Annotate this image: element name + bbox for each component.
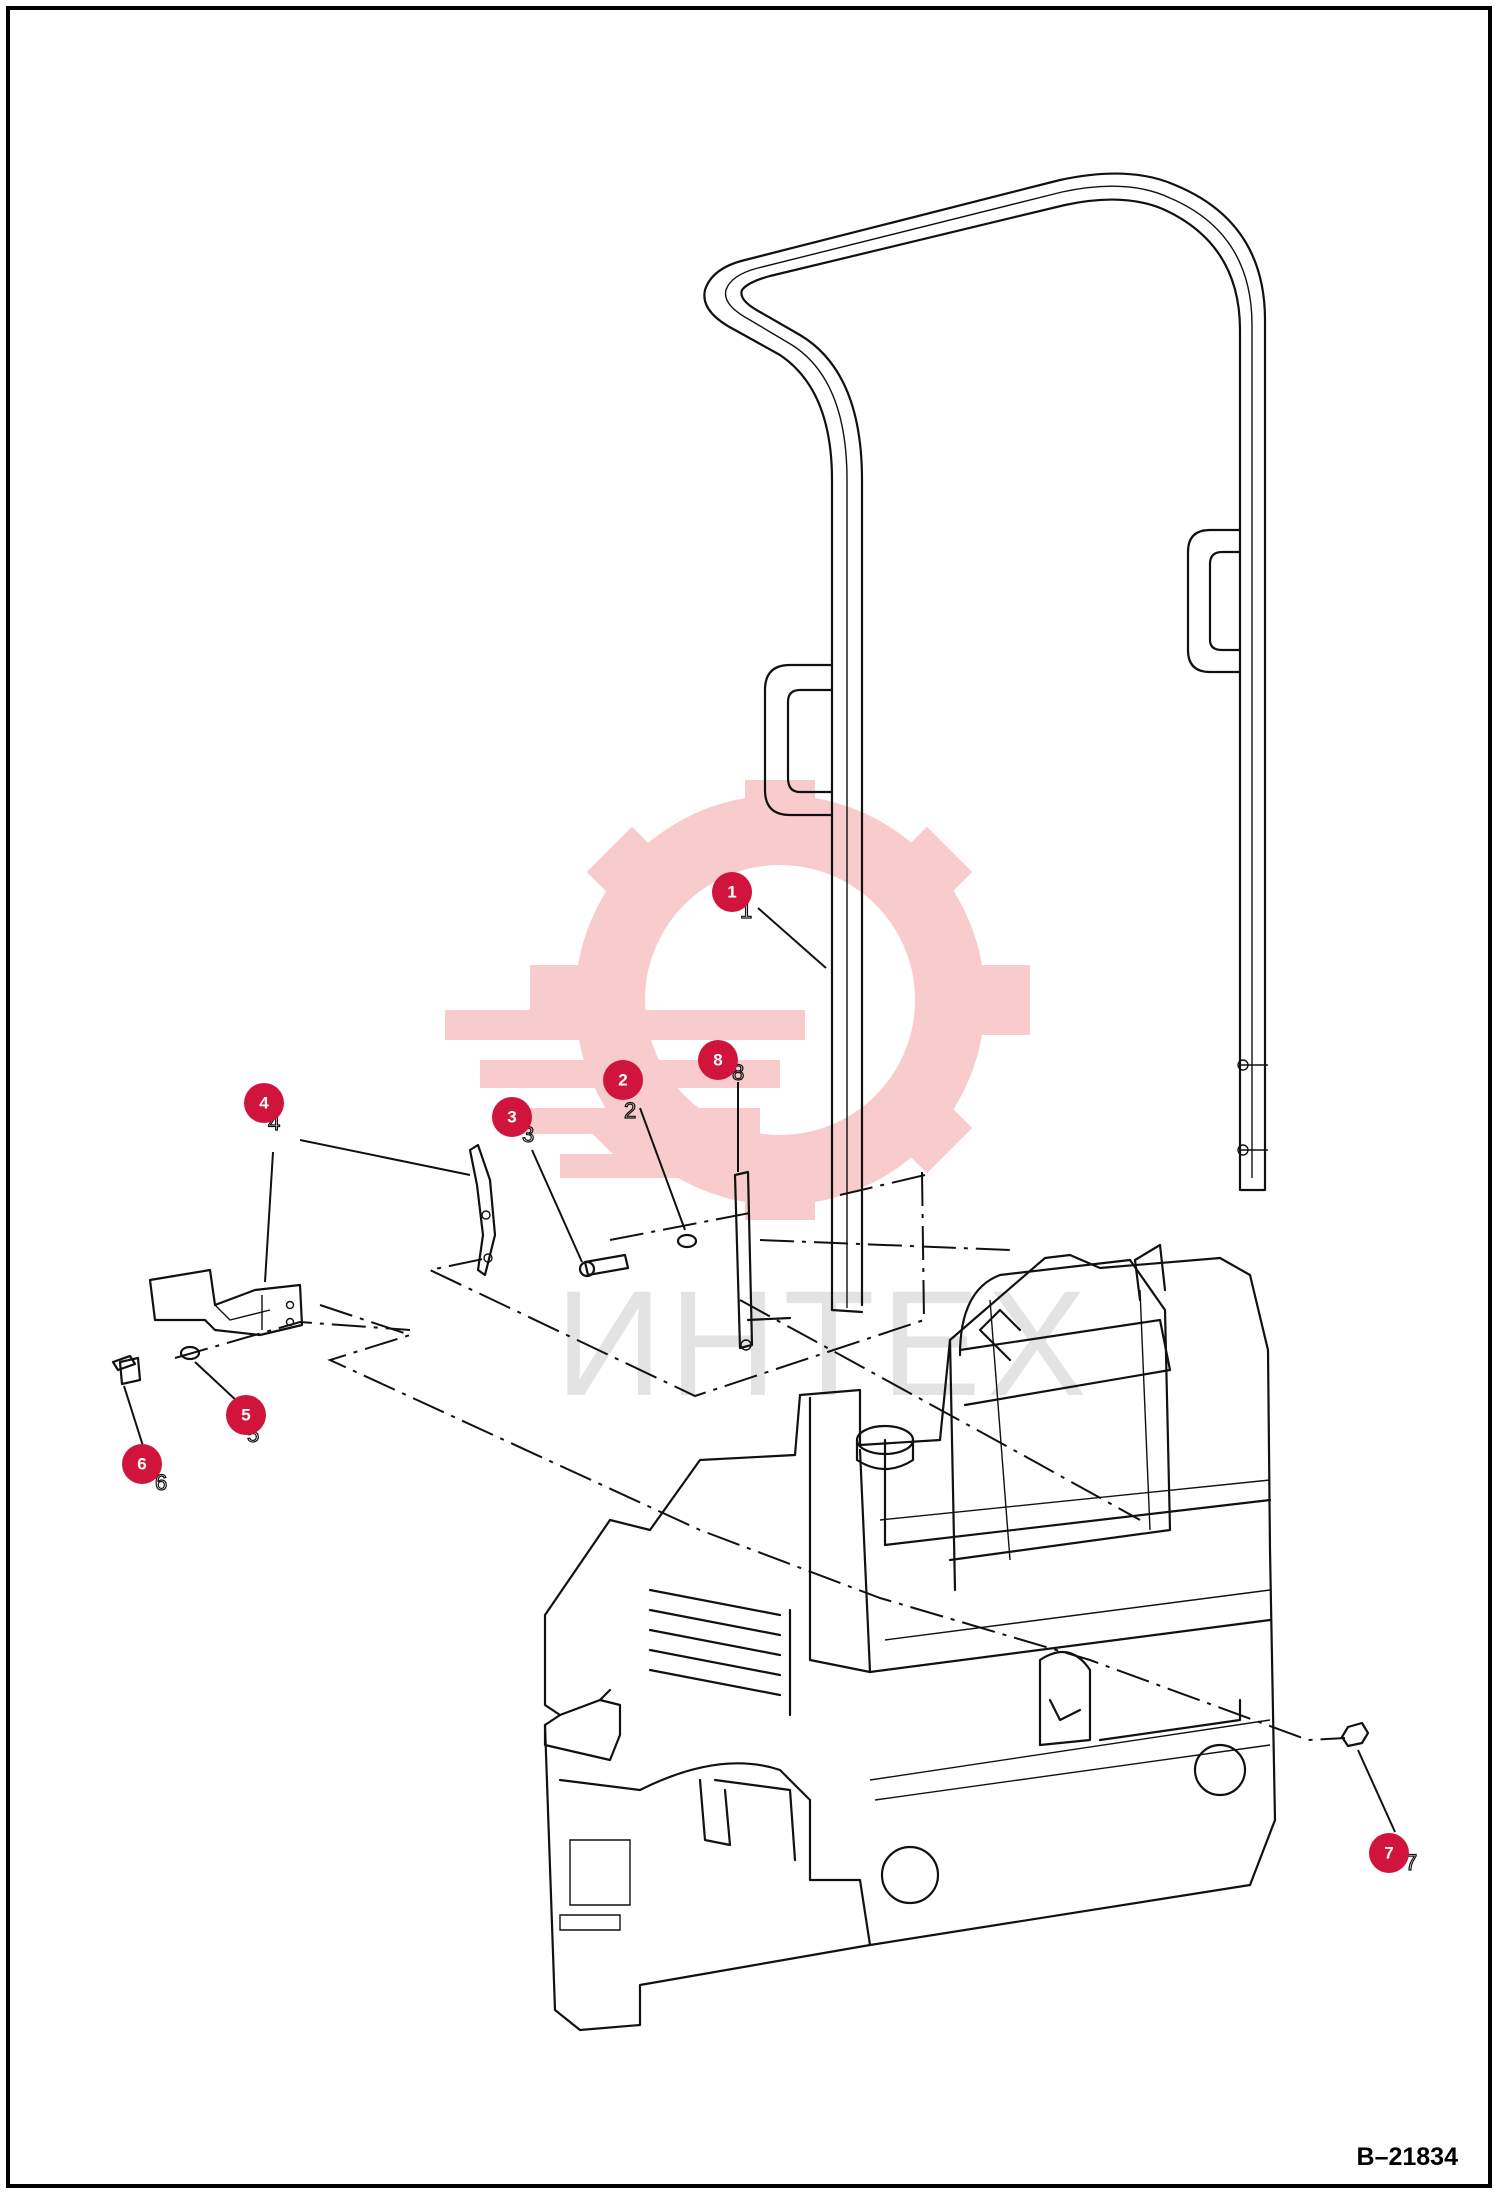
leader-lines — [123, 907, 1396, 1833]
sheet-border — [6, 6, 1492, 2188]
part-washer-and-screw — [111, 1345, 201, 1386]
ghost-numeral: 2 — [624, 1098, 636, 1123]
callout-2[interactable]: 2 — [603, 1060, 643, 1100]
callout-marker[interactable] — [122, 1444, 162, 1484]
callout-number[interactable]: 5 — [241, 1406, 250, 1425]
callout-8[interactable]: 8 — [698, 1040, 738, 1080]
machine-chassis — [543, 1243, 1277, 2032]
callout-7[interactable]: 7 — [1369, 1833, 1409, 1873]
callout-marker[interactable] — [712, 872, 752, 912]
part-latch-plate — [148, 1143, 497, 1337]
callout-number[interactable]: 1 — [727, 883, 736, 902]
callout-4[interactable]: 4 — [244, 1083, 284, 1123]
callout-marker[interactable] — [226, 1395, 266, 1435]
callout-number[interactable]: 3 — [507, 1108, 516, 1127]
part-nut — [1340, 1721, 1370, 1748]
part-bolt-and-pin — [578, 1170, 792, 1351]
callout-3[interactable]: 3 — [492, 1097, 532, 1137]
callout-1[interactable]: 1 — [712, 872, 752, 912]
callout-marker[interactable] — [1369, 1833, 1409, 1873]
drawing-number: B–21834 — [1356, 2143, 1458, 2171]
callout-marker[interactable] — [244, 1083, 284, 1123]
callout-number[interactable]: 4 — [259, 1094, 269, 1113]
rops-frame — [703, 172, 1268, 1314]
callout-marker[interactable] — [492, 1097, 532, 1137]
callout-number[interactable]: 6 — [137, 1455, 146, 1474]
callout-marker[interactable] — [698, 1040, 738, 1080]
callout-number[interactable]: 2 — [618, 1071, 627, 1090]
callout-number[interactable]: 7 — [1384, 1844, 1393, 1863]
callout-5[interactable]: 5 — [226, 1395, 266, 1435]
callout-marker[interactable] — [603, 1060, 643, 1100]
assembly-lines — [174, 1171, 1346, 1742]
callout-number[interactable]: 8 — [713, 1051, 722, 1070]
callout-6[interactable]: 6 — [122, 1444, 162, 1484]
